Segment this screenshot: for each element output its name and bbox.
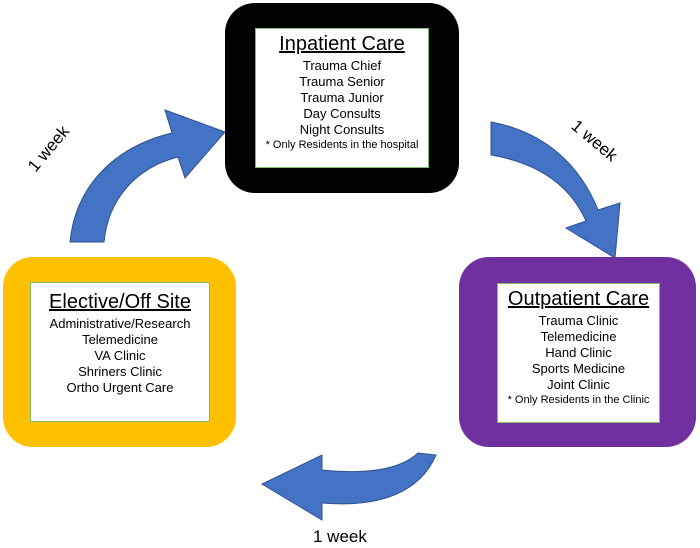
outpatient-care-panel: Outpatient Care Trauma Clinic Telemedici… [497,283,660,423]
inpatient-title: Inpatient Care [279,33,405,55]
inpatient-item: Trauma Junior [300,90,384,105]
inpatient-note: * Only Residents in the hospital [265,139,419,151]
duration-label-bottom: 1 week [313,527,367,546]
elective-item: Telemedicine [82,332,158,347]
elective-item: Administrative/Research [49,316,191,331]
outpatient-title: Outpatient Care [507,288,650,310]
outpatient-item: Sports Medicine [531,361,626,376]
outpatient-item: Trauma Clinic [538,313,619,328]
arrow-outpatient-to-elective [260,452,437,521]
outpatient-item: Joint Clinic [547,377,610,392]
inpatient-item: Day Consults [303,106,381,121]
elective-item: Shriners Clinic [78,364,162,379]
outpatient-note: * Only Residents in the Clinic [507,394,650,406]
elective-item: Ortho Urgent Care [66,380,174,395]
inpatient-item: Night Consults [299,122,385,137]
elective-item: VA Clinic [94,348,146,363]
inpatient-care-panel: Inpatient Care Trauma Chief Trauma Senio… [255,28,429,168]
outpatient-item: Telemedicine [540,329,617,344]
inpatient-care-box: Inpatient Care Trauma Chief Trauma Senio… [225,3,459,193]
inpatient-item: Trauma Chief [302,58,382,73]
elective-off-site-box: Elective/Off Site Administrative/Researc… [3,257,236,447]
outpatient-item: Hand Clinic [545,345,612,360]
inpatient-item: Trauma Senior [299,74,385,89]
elective-off-site-panel: Elective/Off Site Administrative/Researc… [30,282,210,422]
elective-title: Elective/Off Site [49,291,191,313]
outpatient-care-box: Outpatient Care Trauma Clinic Telemedici… [459,257,696,447]
arrow-elective-to-inpatient [69,109,226,243]
